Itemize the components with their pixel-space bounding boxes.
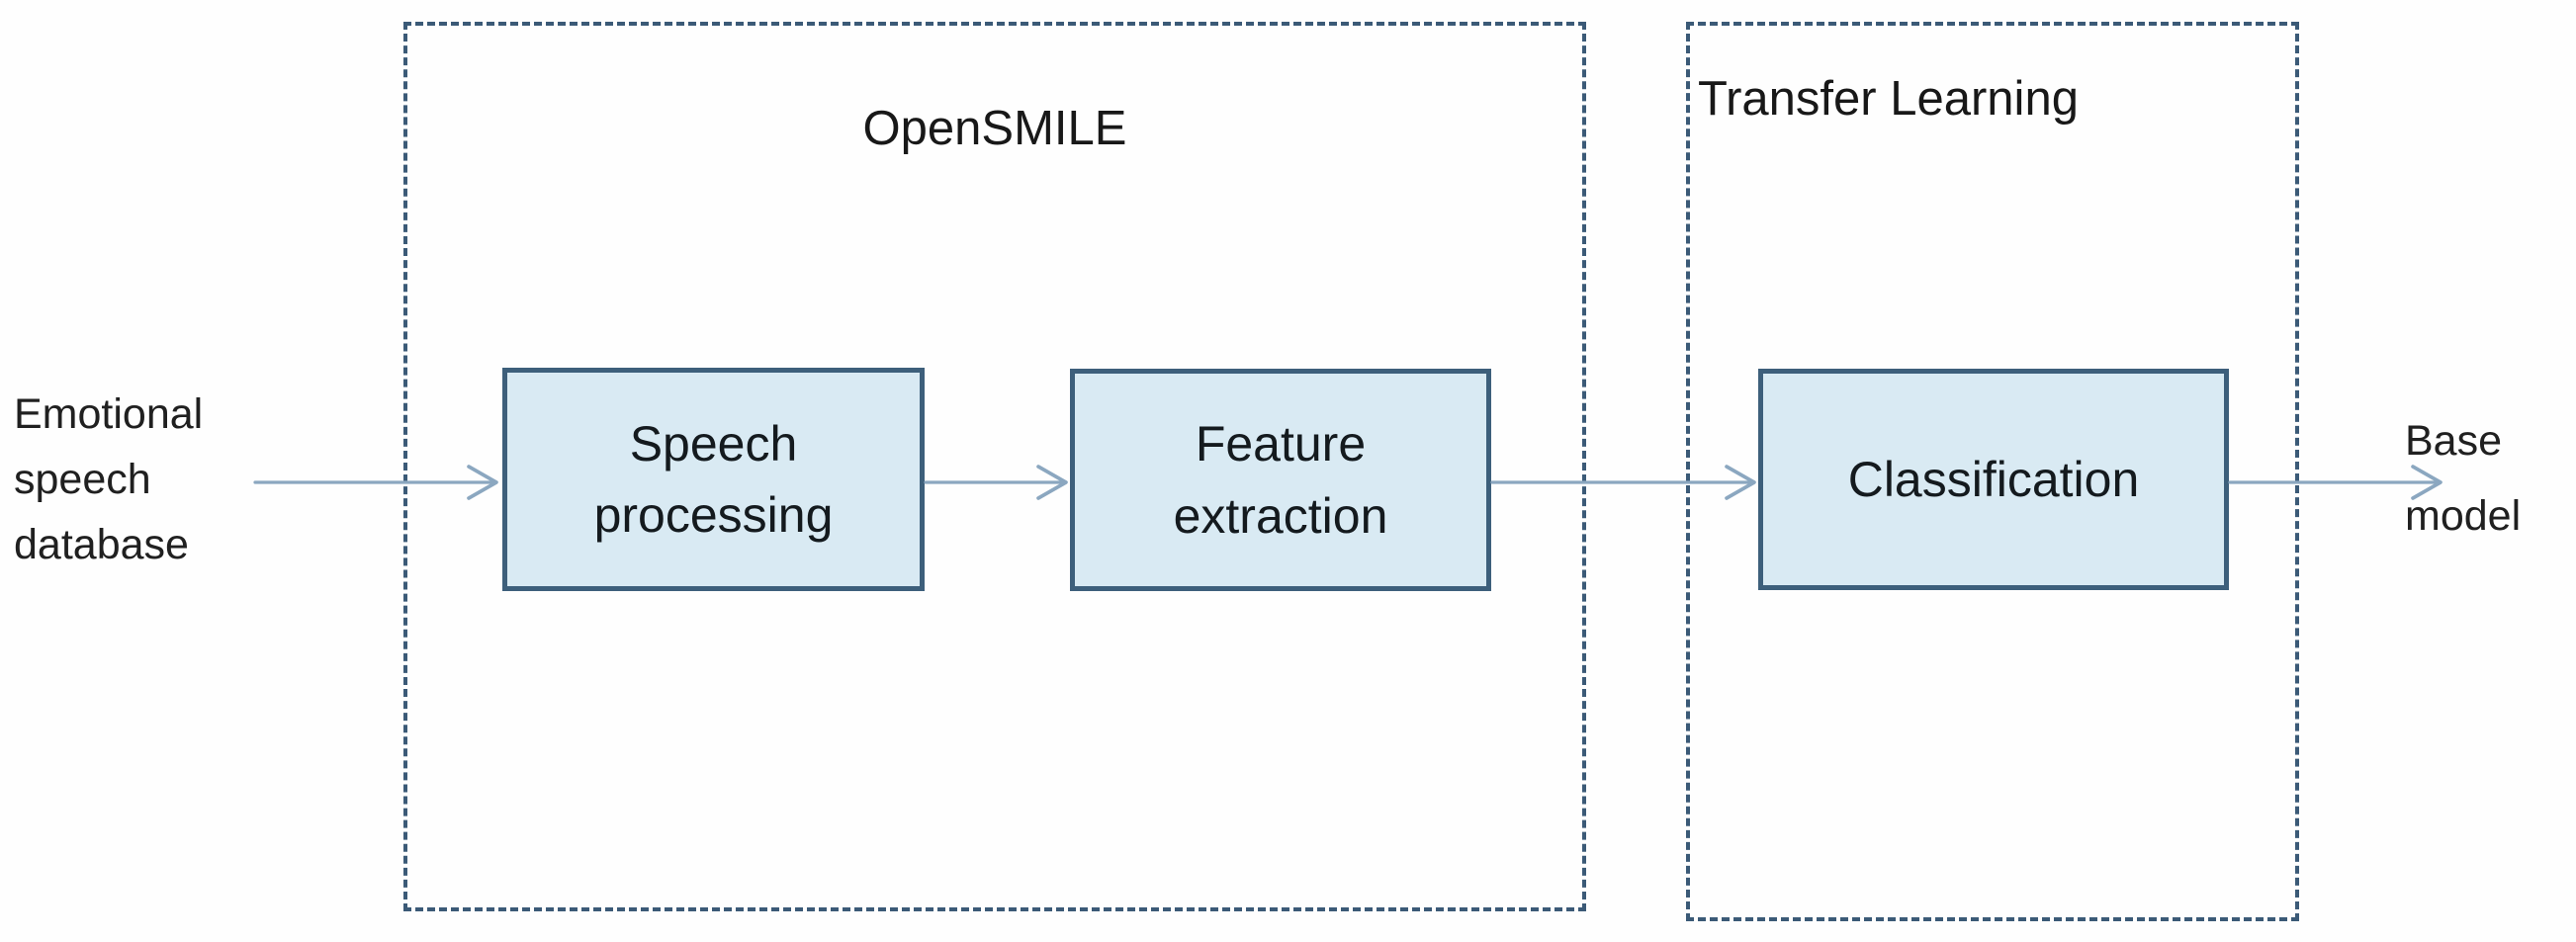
node-label-line: extraction	[1173, 487, 1388, 544]
input-label-line: database	[14, 521, 189, 568]
input-label-emotional-speech-database: Emotional speech database	[14, 382, 203, 577]
node-label-line: Classification	[1847, 451, 2140, 507]
feature-extraction-node: Feature extraction	[1070, 369, 1491, 591]
transfer-learning-group-title: Transfer Learning	[1698, 72, 2079, 126]
output-label-line: model	[2405, 492, 2522, 540]
transfer-learning-group: Transfer Learning	[1686, 22, 2299, 921]
speech-processing-node: Speech processing	[502, 368, 925, 591]
opensmile-group-title: OpenSMILE	[862, 102, 1127, 155]
node-label-line: Feature	[1195, 416, 1367, 471]
opensmile-group: OpenSMILE	[403, 22, 1586, 911]
input-label-line: speech	[14, 456, 151, 503]
output-label-line: Base	[2405, 417, 2503, 465]
classification-node: Classification	[1758, 369, 2229, 590]
node-label-line: Speech	[629, 415, 798, 471]
node-label-line: processing	[593, 487, 834, 543]
input-label-line: Emotional	[14, 390, 204, 438]
output-label-base-model: Base model	[2405, 403, 2521, 554]
